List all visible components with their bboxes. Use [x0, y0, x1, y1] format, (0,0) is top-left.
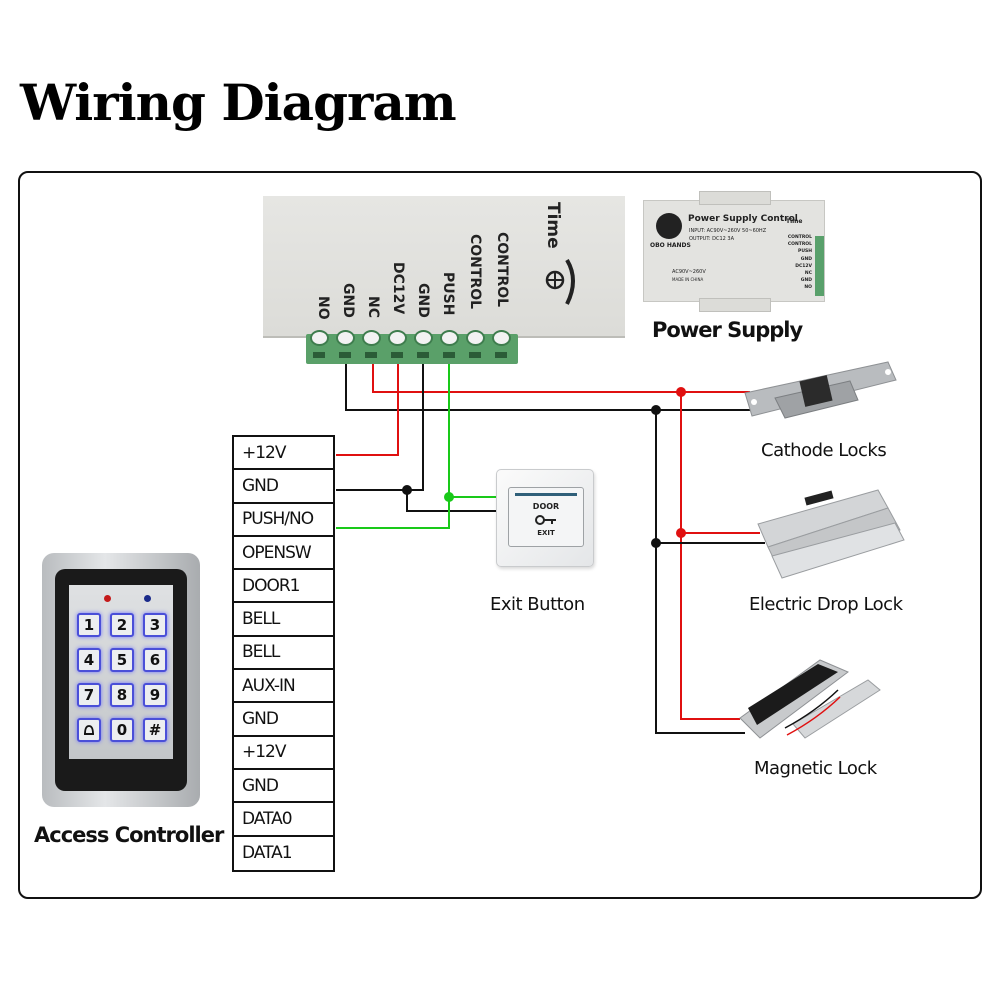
exit-exit-text: EXIT	[537, 529, 555, 537]
wire-gnd-to-controller	[336, 364, 424, 491]
pin-row: OPENSW	[234, 537, 333, 571]
terminal-block	[306, 330, 518, 364]
mounting-ear	[699, 298, 771, 312]
input-spec: INPUT: AC90V~260V 50~60HZ	[689, 228, 767, 234]
brand-label-small: Time	[786, 218, 803, 225]
cathode-lock-caption: Cathode Locks	[761, 440, 887, 461]
pin-row: +12V	[234, 437, 333, 471]
exit-button-caption: Exit Button	[490, 594, 585, 615]
exit-button-image: DOOR EXIT	[496, 469, 594, 567]
key-icon	[535, 515, 556, 525]
pin-row: GND	[234, 703, 333, 737]
pin-row: GND	[234, 770, 333, 804]
keypad-key: 9	[143, 683, 167, 707]
mounting-ear	[699, 191, 771, 205]
magnetic-lock-caption: Magnetic Lock	[754, 758, 877, 779]
junction-dot	[402, 485, 412, 495]
keypad-key: 7	[77, 683, 101, 707]
terminal-block-small	[815, 236, 824, 296]
ps-terminal-label: DC12V	[795, 263, 812, 269]
terminal-screw	[310, 330, 329, 346]
ps-terminal-label: GND	[800, 256, 812, 262]
electric-drop-lock-caption: Electric Drop Lock	[749, 594, 903, 615]
electric-drop-lock-image	[757, 489, 905, 579]
terminal-screw	[492, 330, 511, 346]
page-title: Wiring Diagram	[20, 73, 457, 132]
access-controller-caption: Access Controller	[34, 823, 224, 847]
ps-terminal-label: CONTROL	[787, 235, 812, 240]
wire-push-to-controller	[336, 364, 450, 529]
exit-door-text: DOOR	[532, 502, 560, 511]
keypad-key: 1	[77, 613, 101, 637]
terminal-screw	[414, 330, 433, 346]
keypad-key: 4	[77, 648, 101, 672]
keypad-key: 6	[143, 648, 167, 672]
hand-logo-icon	[656, 213, 682, 239]
wire-gnd-to-locks	[345, 364, 750, 411]
pin-row: DATA0	[234, 803, 333, 837]
keypad-key: #	[143, 718, 167, 742]
status-led-red	[104, 595, 111, 602]
negative-bus	[655, 410, 745, 734]
exit-push-plate: DOOR EXIT	[508, 487, 584, 547]
cathode-lock-image	[744, 361, 897, 419]
brand-logo-icon	[545, 258, 575, 305]
pin-row: DOOR1	[234, 570, 333, 604]
positive-bus	[680, 392, 740, 720]
logo-text: OBO HANDS	[650, 242, 691, 249]
diagram-frame	[18, 171, 982, 899]
terminal-screw	[466, 330, 485, 346]
ps-terminal-label: CONTROL	[787, 242, 812, 248]
ps-terminal-label: NC	[804, 271, 812, 276]
keypad-key: 2	[110, 613, 134, 637]
power-unit-terminal-panel: NO GND NC DC12V GND PUSH CONTROL CONTROL…	[263, 196, 625, 338]
magnetic-lock-image	[739, 659, 881, 739]
power-supply-image: OBO HANDS Power Supply Control INPUT: AC…	[643, 191, 825, 312]
ps-terminal-label: PUSH	[798, 249, 812, 255]
power-supply-caption: Power Supply	[652, 318, 803, 342]
terminal-screw	[336, 330, 355, 346]
wire-dc12v-to-controller	[336, 364, 399, 456]
ps-terminal-label: GND	[800, 278, 812, 284]
terminal-screw	[362, 330, 381, 346]
junction-dot	[651, 405, 661, 415]
wire-gnd-to-exit	[406, 490, 497, 512]
wire-nc-to-locks	[372, 364, 750, 393]
keypad-key: 8	[110, 683, 134, 707]
pin-row: AUX-IN	[234, 670, 333, 704]
junction-dot	[444, 492, 454, 502]
status-led-blue	[144, 595, 151, 602]
junction-dot	[651, 538, 661, 548]
pin-row: +12V	[234, 737, 333, 770]
made-in-text: MADE IN CHINA	[672, 277, 704, 282]
ps-terminal-label: NO	[804, 285, 812, 291]
bell-key-icon	[77, 718, 101, 742]
terminal-screw	[440, 330, 459, 346]
pin-row: PUSH/NO	[234, 504, 333, 537]
junction-dot	[676, 528, 686, 538]
keypad-key: 0	[110, 718, 134, 742]
keypad-key: 3	[143, 613, 167, 637]
product-title: Power Supply Control	[688, 214, 798, 224]
keypad-key: 5	[110, 648, 134, 672]
pin-row: BELL	[234, 637, 333, 671]
terminal-screw	[388, 330, 407, 346]
voltage-text: AC90V~260V	[672, 269, 706, 275]
output-spec: OUTPUT: DC12 3A	[689, 236, 734, 242]
pin-row: GND	[234, 470, 333, 504]
junction-dot	[676, 387, 686, 397]
pin-row: BELL	[234, 603, 333, 637]
pin-row: DATA1	[242, 843, 293, 864]
